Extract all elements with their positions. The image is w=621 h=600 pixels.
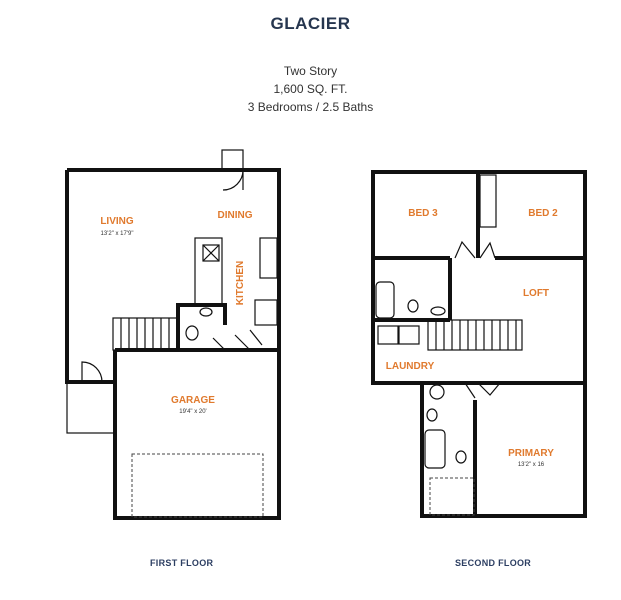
entry-stoop bbox=[221, 149, 244, 171]
kitchen-island bbox=[194, 237, 223, 305]
room-primary-size: 13'2" x 16 bbox=[518, 462, 545, 468]
interior-walls bbox=[373, 172, 585, 516]
toilet bbox=[185, 325, 199, 341]
primary-doors bbox=[464, 382, 501, 399]
bed2-closet bbox=[479, 174, 497, 228]
second-floor-walls bbox=[371, 170, 587, 518]
toilet bbox=[407, 299, 419, 313]
bathtub bbox=[424, 429, 446, 469]
room-laundry: LAUNDRY bbox=[386, 361, 435, 372]
sink bbox=[430, 306, 446, 316]
second-floor-plan: BED 3 BED 2 LOFT LAUNDRY PRIMARY 13'2" x… bbox=[371, 170, 587, 518]
room-living: LIVING bbox=[100, 216, 134, 227]
room-dining: DINING bbox=[218, 210, 253, 221]
dryer bbox=[398, 325, 420, 345]
stairs bbox=[427, 319, 523, 351]
garage-door bbox=[131, 453, 264, 518]
plan-beds-baths: 3 Bedrooms / 2.5 Baths bbox=[247, 100, 374, 114]
second-floor-label: SECOND FLOOR bbox=[455, 558, 532, 568]
room-garage-size: 19'4" x 20' bbox=[179, 409, 206, 415]
plan-area: 1,600 SQ. FT. bbox=[273, 82, 348, 96]
bedroom-doors bbox=[454, 240, 496, 259]
interior-doors bbox=[212, 329, 263, 351]
room-kitchen: KITCHEN bbox=[235, 261, 246, 305]
room-loft: LOFT bbox=[523, 288, 549, 299]
porch-door bbox=[81, 361, 103, 383]
entry-door bbox=[222, 169, 244, 191]
sink bbox=[426, 408, 438, 422]
toilet bbox=[455, 450, 467, 464]
first-floor-plan: LIVING 13'2" x 17'9" DINING KITCHEN GARA… bbox=[65, 149, 281, 520]
bathtub bbox=[375, 281, 395, 319]
room-garage: GARAGE bbox=[171, 395, 215, 406]
fridge bbox=[254, 299, 278, 326]
first-floor-label: FIRST FLOOR bbox=[150, 558, 214, 568]
powder-room-walls bbox=[176, 303, 227, 350]
range bbox=[202, 244, 220, 262]
first-floor-walls bbox=[65, 168, 281, 520]
primary-closet bbox=[429, 477, 475, 516]
kitchen-counter bbox=[259, 237, 278, 279]
room-bed3: BED 3 bbox=[408, 208, 438, 219]
room-bed2: BED 2 bbox=[528, 208, 558, 219]
room-primary: PRIMARY bbox=[508, 448, 554, 459]
water-heater bbox=[429, 384, 445, 400]
plan-title: GLACIER bbox=[270, 14, 351, 33]
porch bbox=[66, 381, 116, 434]
sink bbox=[199, 307, 213, 317]
stairs bbox=[112, 317, 179, 351]
room-living-size: 13'2" x 17'9" bbox=[101, 231, 134, 237]
washer bbox=[377, 325, 399, 345]
plan-stories: Two Story bbox=[283, 64, 338, 78]
